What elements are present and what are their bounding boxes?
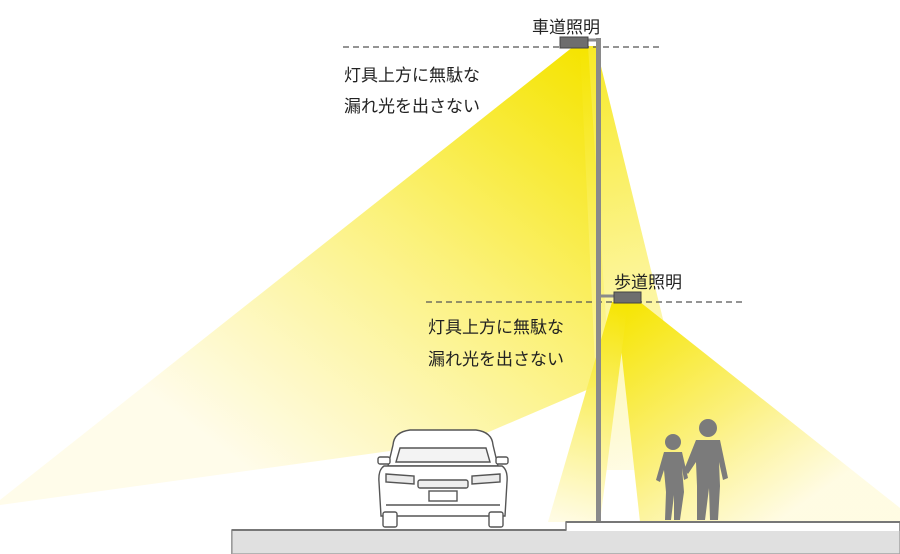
pedestrian-woman: [656, 434, 688, 520]
ground-shade: [232, 531, 900, 554]
sidewalk-light-note-line2: 漏れ光を出さない: [428, 350, 564, 370]
sidewalk-luminaire: [613, 291, 642, 304]
sidewalk-light-beam-left: [548, 302, 628, 522]
car-front-view: [377, 429, 509, 528]
road-luminaire: [559, 36, 589, 49]
sidewalk-light-beam: [616, 302, 900, 522]
road-light-label: 車道照明: [532, 18, 600, 38]
road-light-note-line1: 灯具上方に無駄な: [344, 66, 480, 86]
pedestrian-man: [684, 419, 728, 520]
sidewalk-light-label: 歩道照明: [614, 273, 682, 293]
road-light-beam: [0, 46, 610, 505]
road-light-note-line2: 漏れ光を出さない: [344, 97, 480, 117]
sidewalk-light-note-line1: 灯具上方に無駄な: [428, 318, 564, 338]
light-pole: [596, 38, 601, 524]
